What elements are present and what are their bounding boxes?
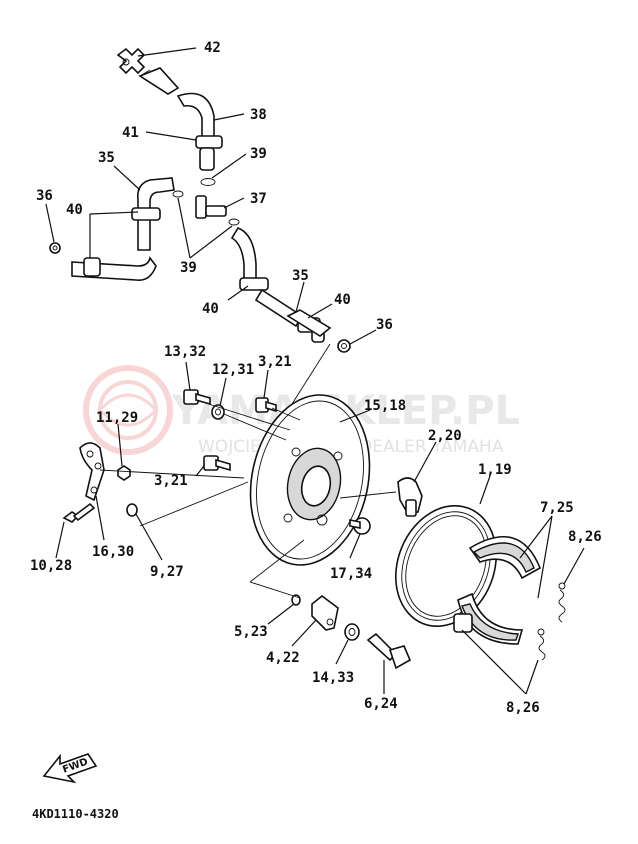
callout-38: 38 [250, 107, 267, 123]
callout-labels: 42 38 41 39 35 37 36 40 39 35 40 40 36 1… [30, 40, 602, 716]
leader-lines [45, 47, 585, 695]
callout-2-20: 2,20 [428, 428, 462, 444]
hose-assembly [49, 47, 351, 353]
brake-drum [394, 504, 498, 628]
callout-35: 35 [98, 150, 115, 166]
callout-15-18: 15,18 [364, 398, 406, 414]
callout-14-33: 14,33 [312, 670, 354, 686]
callout-10-28: 10,28 [30, 558, 72, 574]
hose-clip-36-left [49, 242, 61, 254]
callout-42: 42 [204, 40, 221, 56]
callout-40: 40 [334, 292, 351, 308]
brake-shaft-6-24 [366, 632, 412, 670]
callout-39: 39 [180, 260, 197, 276]
callout-12-31: 12,31 [212, 362, 254, 378]
hose-clip-36-right [337, 339, 351, 353]
t-fitting-37 [195, 195, 227, 219]
callout-13-32: 13,32 [164, 344, 206, 360]
callout-37: 37 [250, 191, 267, 207]
hose-clip-42 [116, 47, 146, 75]
callout-8-26: 8,26 [506, 700, 540, 716]
callout-11-29: 11,29 [96, 410, 138, 426]
callout-1-19: 1,19 [478, 462, 512, 478]
spring-upper [558, 582, 566, 623]
callout-39: 39 [250, 146, 267, 162]
callout-40: 40 [66, 202, 83, 218]
diagram-code: 4KD1110-4320 [32, 807, 119, 821]
callout-16-30: 16,30 [92, 544, 134, 560]
callout-36: 36 [376, 317, 393, 333]
brake-cam-4-22 [311, 594, 339, 631]
callout-41: 41 [122, 125, 139, 141]
callout-40: 40 [202, 301, 219, 317]
brake-cam-2-20 [397, 477, 423, 517]
watermark-logo [83, 365, 173, 455]
callout-9-27: 9,27 [150, 564, 184, 580]
bolt-17-34 [349, 517, 371, 535]
callout-8-26: 8,26 [568, 529, 602, 545]
callout-5-23: 5,23 [234, 624, 268, 640]
callout-35: 35 [292, 268, 309, 284]
callout-4-22: 4,22 [266, 650, 300, 666]
left-parts [62, 389, 277, 523]
brake-shoes [453, 536, 542, 645]
callout-3-21: 3,21 [154, 473, 188, 489]
callout-17-34: 17,34 [330, 566, 372, 582]
fwd-arrow: FWD [42, 753, 98, 784]
spring-lower [537, 628, 546, 661]
callout-6-24: 6,24 [364, 696, 398, 712]
callout-3-21: 3,21 [258, 354, 292, 370]
callout-36: 36 [36, 188, 53, 204]
callout-7-25: 7,25 [540, 500, 574, 516]
